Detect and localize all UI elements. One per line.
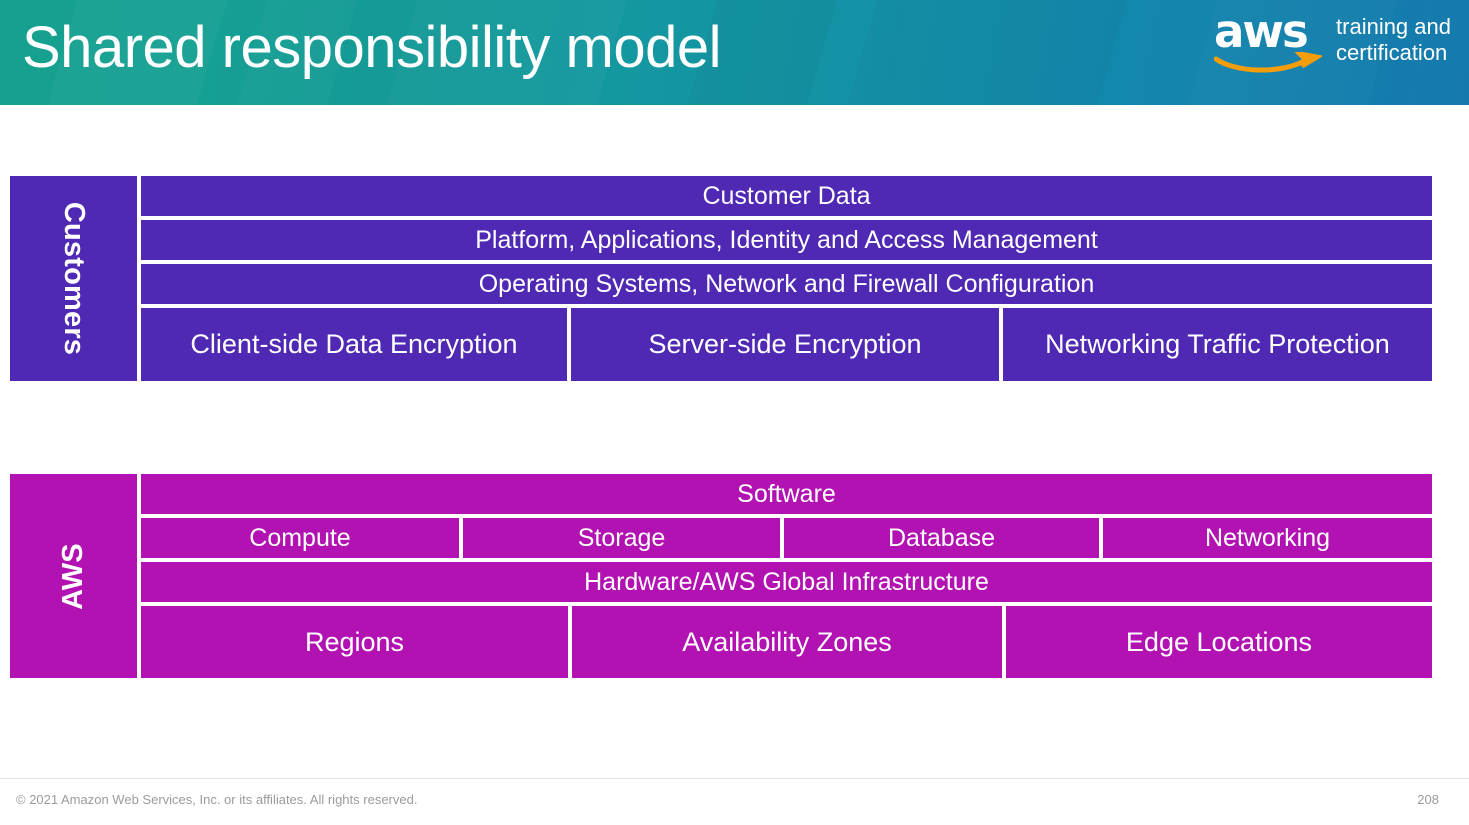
cell-networking-traffic-protection: Networking Traffic Protection [1001, 306, 1434, 383]
table-row: Client-side Data Encryption Server-side … [139, 306, 1434, 383]
logo-tagline-line2: certification [1336, 40, 1448, 65]
cell-operating-systems-network-firewall: Operating Systems, Network and Firewall … [139, 262, 1434, 306]
aws-smile-arrow-icon [1214, 52, 1323, 73]
cell-compute: Compute [139, 516, 461, 560]
aws-wordmark: aws [1214, 5, 1309, 58]
customers-side-label-text: Customers [58, 201, 91, 356]
logo-tagline-line1: training and [1336, 14, 1451, 39]
copyright-text: © 2021 Amazon Web Services, Inc. or its … [16, 792, 418, 807]
aws-training-certification-logo: aws training and certification [1214, 5, 1451, 76]
cell-client-side-data-encryption: Client-side Data Encryption [139, 306, 569, 383]
cell-storage: Storage [461, 516, 782, 560]
cell-software: Software [139, 472, 1434, 516]
page-title: Shared responsibility model [22, 15, 721, 80]
cell-edge-locations: Edge Locations [1004, 604, 1434, 680]
page-number: 208 [1417, 792, 1439, 807]
cell-availability-zones: Availability Zones [570, 604, 1004, 680]
cell-platform-applications-iam: Platform, Applications, Identity and Acc… [139, 218, 1434, 262]
aws-side-label-text: AWS [56, 542, 89, 610]
cell-regions: Regions [139, 604, 570, 680]
table-row: Compute Storage Database Networking [139, 516, 1434, 560]
table-row: Software [139, 472, 1434, 516]
customers-side-label: Customers [8, 174, 139, 383]
logo-tagline: training and certification [1336, 10, 1451, 66]
cell-customer-data: Customer Data [139, 174, 1434, 218]
cell-server-side-encryption: Server-side Encryption [569, 306, 1001, 383]
cell-hardware-aws-global-infrastructure: Hardware/AWS Global Infrastructure [139, 560, 1434, 604]
cell-database: Database [782, 516, 1101, 560]
table-row: Hardware/AWS Global Infrastructure [139, 560, 1434, 604]
customers-responsibility-table: Customers Customer Data Platform, Applic… [8, 174, 1434, 383]
cell-networking: Networking [1101, 516, 1434, 560]
aws-side-label: AWS [8, 472, 139, 680]
aws-logo-icon: aws [1214, 5, 1323, 76]
customers-rows: Customer Data Platform, Applications, Id… [139, 174, 1434, 383]
aws-responsibility-table: AWS Software Compute Storage Database Ne… [8, 472, 1434, 680]
table-row: Regions Availability Zones Edge Location… [139, 604, 1434, 680]
slide-header: Shared responsibility model aws training… [0, 0, 1469, 105]
table-row: Operating Systems, Network and Firewall … [139, 262, 1434, 306]
footer-divider [0, 778, 1469, 779]
table-row: Platform, Applications, Identity and Acc… [139, 218, 1434, 262]
table-row: Customer Data [139, 174, 1434, 218]
aws-rows: Software Compute Storage Database Networ… [139, 472, 1434, 680]
